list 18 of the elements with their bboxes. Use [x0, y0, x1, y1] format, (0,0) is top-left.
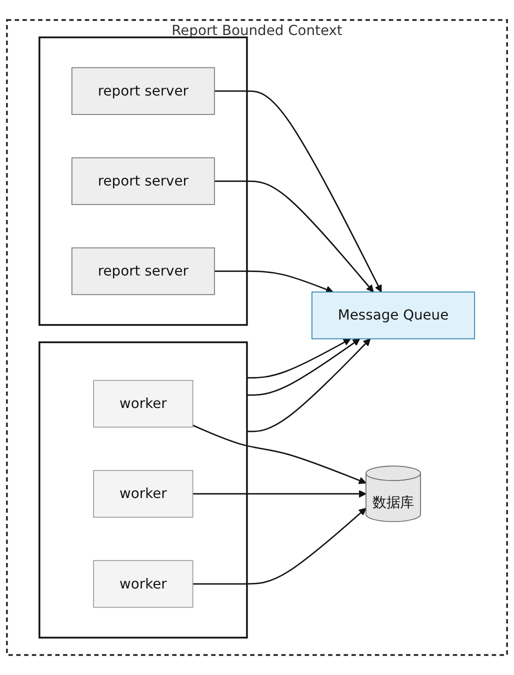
node-box: worker — [93, 380, 194, 428]
arrow — [192, 508, 366, 585]
node-box: report server — [71, 67, 215, 115]
node-box: Message Queue — [312, 292, 476, 340]
arrow — [192, 424, 366, 484]
cluster — [38, 36, 248, 326]
cluster — [38, 341, 248, 638]
arrow — [246, 338, 360, 396]
arrow — [246, 338, 351, 378]
arrow — [214, 90, 382, 292]
arrow — [246, 338, 371, 432]
arrow — [214, 180, 374, 292]
node-box: report server — [71, 247, 215, 296]
node-box: worker — [93, 560, 194, 608]
node-box: worker — [93, 470, 194, 518]
node-box: report server — [71, 157, 215, 205]
arrow — [214, 270, 334, 294]
arrow — [192, 490, 366, 498]
